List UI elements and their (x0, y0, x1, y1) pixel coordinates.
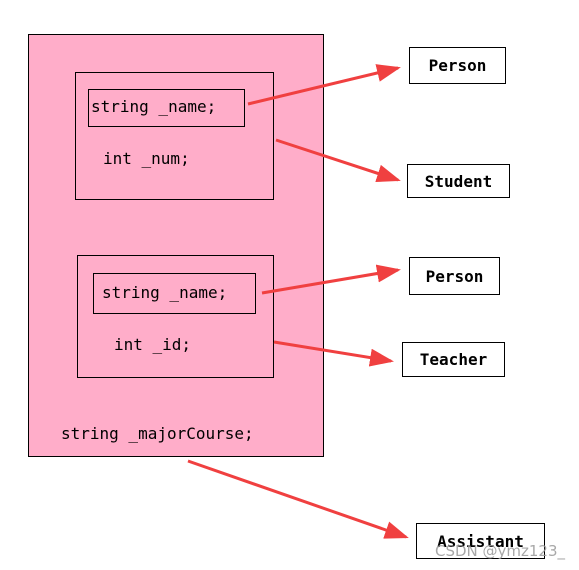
student-person-subobject-box (88, 89, 245, 127)
teacher-person-subobject-box (93, 273, 256, 314)
arrow-to-student (275, 138, 401, 183)
arrow-to-teacher (273, 340, 394, 367)
teacher-name-field: string _name; (102, 283, 228, 302)
arrow-to-assistant (187, 459, 409, 539)
major-course-field: string _majorCourse; (61, 424, 254, 443)
student-num-field: int _num; (103, 149, 190, 168)
arrow-to-person-2 (261, 264, 401, 295)
label-person-1: Person (409, 47, 506, 84)
student-name-field: string _name; (91, 97, 217, 116)
label-teacher: Teacher (402, 342, 505, 377)
assistant-object-box (28, 34, 324, 457)
arrow-to-person-1 (247, 64, 401, 106)
teacher-id-field: int _id; (114, 335, 192, 354)
label-assistant: Assistant (416, 523, 545, 559)
watermark: CSDN @ymz123_ (434, 542, 565, 560)
label-student: Student (407, 164, 510, 198)
label-person-2: Person (409, 257, 500, 295)
teacher-subobject-box (77, 255, 274, 378)
student-subobject-box (75, 72, 274, 200)
